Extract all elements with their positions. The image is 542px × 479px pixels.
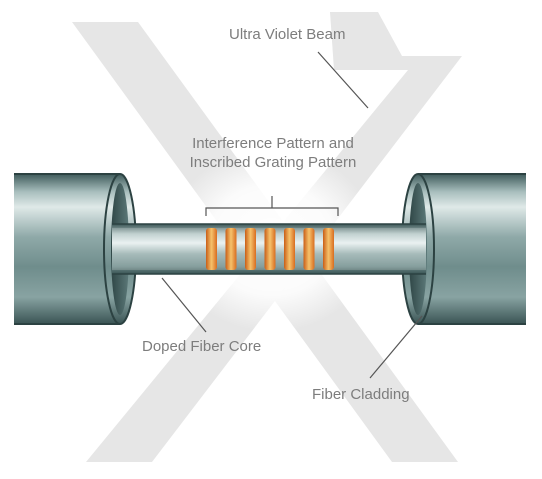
grating-band — [245, 228, 256, 270]
grating-band — [225, 228, 237, 270]
uv-beam-leader-line — [317, 51, 369, 109]
left-cladding-tube — [14, 173, 137, 325]
interference-label-line2: Inscribed Grating Pattern — [189, 154, 357, 171]
cladding-leader-line — [369, 315, 423, 379]
grating-bracket — [205, 196, 339, 216]
grating-bands — [206, 228, 334, 270]
grating-band — [264, 228, 276, 270]
doped-core-leader-line — [161, 277, 207, 333]
fiber-core-outline — [112, 223, 426, 275]
interference-label-line1: Interference Pattern and — [192, 135, 354, 152]
grating-band — [284, 228, 295, 270]
grating-band — [303, 228, 315, 270]
interference-pattern-label: Interference Pattern and Inscribed Grati… — [176, 134, 370, 172]
grating-band — [206, 228, 217, 270]
uv-beam-label: Ultra Violet Beam — [229, 26, 346, 43]
grating-band — [323, 228, 334, 270]
doped-fiber-core-label: Doped Fiber Core — [142, 338, 262, 355]
fiber-cladding-label: Fiber Cladding — [312, 386, 410, 403]
